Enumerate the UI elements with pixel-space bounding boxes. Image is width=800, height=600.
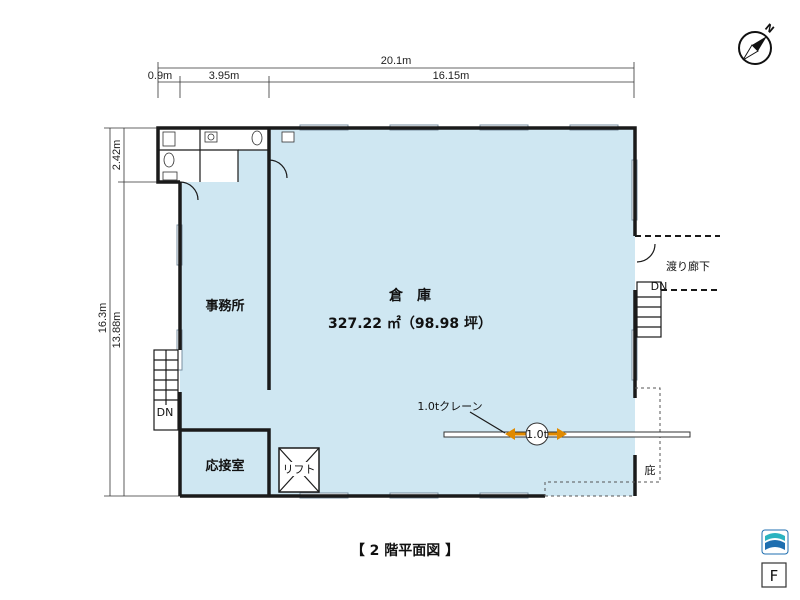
dim-height-b: 13.88m xyxy=(111,312,123,349)
stair-dn-left: DN xyxy=(157,406,174,419)
dim-seg-b: 3.95m xyxy=(209,70,240,82)
floor-badge-icon: F xyxy=(761,562,787,588)
connecting-corridor: 渡り廊下 xyxy=(635,235,720,291)
dim-seg-c: 16.15m xyxy=(433,70,470,82)
office-label: 事務所 xyxy=(205,298,244,314)
reception-label: 応接室 xyxy=(205,458,244,474)
crane-capacity: 1.0t xyxy=(526,428,548,441)
company-logo-icon xyxy=(761,529,789,555)
dim-total-height: 16.3m xyxy=(97,303,109,334)
eave-label: 庇 xyxy=(645,463,656,477)
dim-seg-a: 0.9m xyxy=(148,70,172,82)
left-dimensions: 16.3m 13.88m 2.42m xyxy=(97,127,180,497)
warehouse-name: 倉 庫 xyxy=(388,287,431,304)
walls xyxy=(156,126,637,498)
lift: リフト xyxy=(278,447,320,493)
crane-hoist xyxy=(525,422,549,446)
floor-area xyxy=(180,128,635,496)
lift-label: リフト xyxy=(283,463,316,476)
stair-dn-right: DN xyxy=(651,280,668,293)
floor-badge-letter: F xyxy=(770,567,779,585)
crane: 1.0tクレーン 1.0t xyxy=(417,400,691,446)
eave-area: 庇 xyxy=(544,387,661,497)
top-dimensions: 20.1m 0.9m 3.95m 16.15m xyxy=(148,55,635,98)
north-compass-icon: N xyxy=(738,22,776,65)
toilet-fixtures xyxy=(162,130,295,201)
right-staircase: DN xyxy=(636,280,668,338)
warehouse-area: 327.22 ㎡（98.98 坪） xyxy=(328,315,492,332)
left-staircase: DN xyxy=(153,349,179,431)
dim-total-width: 20.1m xyxy=(381,55,412,67)
crane-label: 1.0tクレーン xyxy=(417,400,482,413)
dim-height-a: 2.42m xyxy=(111,140,123,171)
drawing-title: 【 2 階平面図 】 xyxy=(351,542,459,559)
corridor-label: 渡り廊下 xyxy=(666,259,710,273)
